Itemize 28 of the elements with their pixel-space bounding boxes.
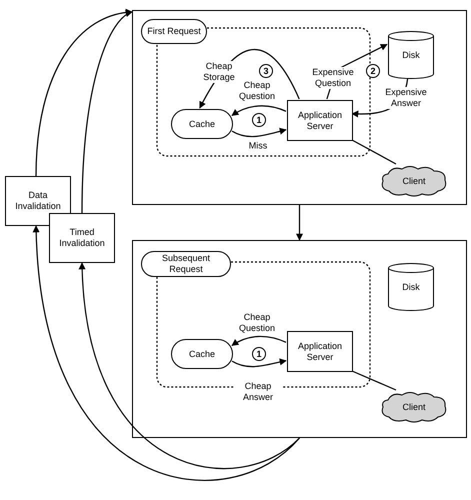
arrow: [232, 358, 287, 368]
edge-label: Cheap Answer: [234, 381, 282, 403]
step-number: 2: [366, 64, 380, 78]
arrow: [78, 262, 300, 469]
step-number: 3: [259, 64, 273, 78]
process-box: Timed Invalidation: [49, 213, 115, 263]
disk-cylinder: Disk: [388, 263, 434, 311]
process-box: Data Invalidation: [5, 176, 71, 226]
client-cloud: Client: [380, 165, 448, 197]
rounded-box: First Request: [141, 19, 207, 44]
connector-line: [352, 139, 396, 165]
arrow: [232, 128, 287, 138]
arrow: [81, 11, 133, 214]
arrow: [35, 9, 133, 176]
arrow: [296, 205, 303, 241]
arrow: [231, 336, 286, 346]
connector-line: [352, 370, 396, 391]
rounded-box: Cache: [171, 109, 233, 139]
rounded-box: Subsequent Request: [141, 251, 231, 277]
client-cloud: Client: [380, 391, 448, 423]
rounded-box: Cache: [171, 339, 233, 369]
arrow: [231, 105, 286, 116]
process-box: Application Server: [287, 331, 353, 372]
arrow: [33, 225, 300, 481]
disk-cylinder: Disk: [388, 31, 434, 79]
step-number: 1: [252, 347, 266, 361]
step-number: 1: [252, 113, 266, 127]
process-box: Application Server: [287, 100, 353, 141]
